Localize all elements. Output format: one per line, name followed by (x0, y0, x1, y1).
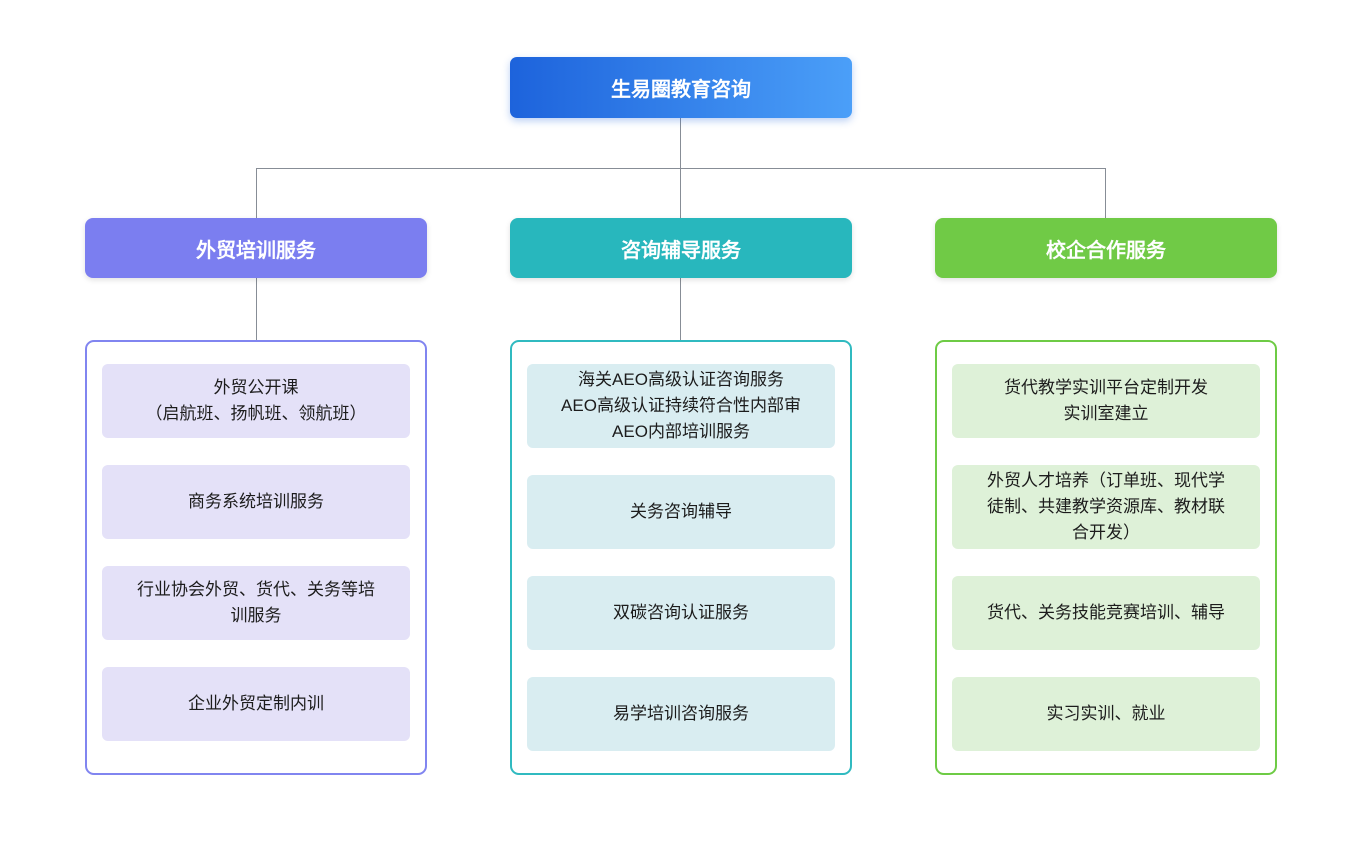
branch-box-foreign-trade-training: 外贸公开课 （启航班、扬帆班、领航班） 商务系统培训服务 行业协会外贸、货代、关… (85, 340, 427, 775)
branch-header-consulting-tutoring: 咨询辅导服务 (510, 218, 852, 278)
leaf-node: 海关AEO高级认证咨询服务 AEO高级认证持续符合性内部审 AEO内部培训服务 (527, 364, 835, 448)
connector-rail-to-branch3 (1105, 168, 1106, 218)
connector-rail-to-branch1 (256, 168, 257, 218)
leaf-node: 行业协会外贸、货代、关务等培训服务 (102, 566, 410, 640)
connector-rail-to-branch2 (680, 168, 681, 218)
root-node-label: 生易圈教育咨询 (611, 79, 751, 101)
leaf-node: 关务咨询辅导 (527, 475, 835, 549)
branch-header-foreign-trade-training: 外贸培训服务 (85, 218, 427, 278)
leaf-node: 货代教学实训平台定制开发 实训室建立 (952, 364, 1260, 438)
leaf-node: 货代、关务技能竞赛培训、辅导 (952, 576, 1260, 650)
leaf-node: 企业外贸定制内训 (102, 667, 410, 741)
leaf-node: 双碳咨询认证服务 (527, 576, 835, 650)
branch-header-label: 校企合作服务 (1046, 239, 1166, 262)
leaf-node: 外贸人才培养（订单班、现代学徒制、共建教学资源库、教材联合开发） (952, 465, 1260, 549)
connector-branch2-to-box (680, 278, 681, 340)
connector-branch1-to-box (256, 278, 257, 340)
branch-header-label: 外贸培训服务 (196, 239, 316, 262)
leaf-node: 易学培训咨询服务 (527, 677, 835, 751)
connector-root-to-rail (680, 118, 681, 168)
leaf-node: 外贸公开课 （启航班、扬帆班、领航班） (102, 364, 410, 438)
connector-rail (256, 168, 1106, 169)
branch-header-label: 咨询辅导服务 (621, 239, 741, 262)
leaf-node: 商务系统培训服务 (102, 465, 410, 539)
branch-box-school-enterprise-cooperation: 货代教学实训平台定制开发 实训室建立 外贸人才培养（订单班、现代学徒制、共建教学… (935, 340, 1277, 775)
branch-header-school-enterprise-cooperation: 校企合作服务 (935, 218, 1277, 278)
branch-box-consulting-tutoring: 海关AEO高级认证咨询服务 AEO高级认证持续符合性内部审 AEO内部培训服务 … (510, 340, 852, 775)
leaf-node: 实习实训、就业 (952, 677, 1260, 751)
root-node: 生易圈教育咨询 (510, 57, 852, 118)
